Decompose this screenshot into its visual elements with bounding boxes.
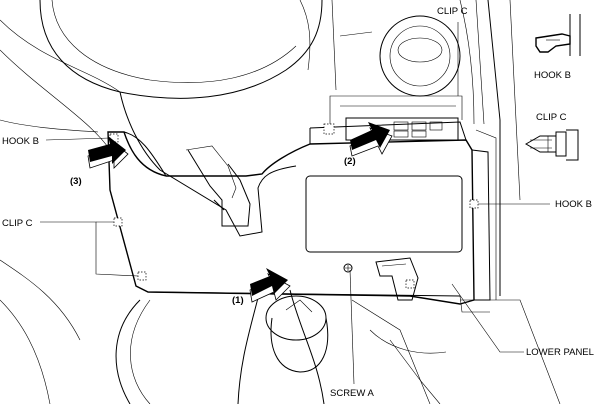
step-1-label: (1): [232, 295, 244, 306]
label-lower-panel: LOWER PANEL: [526, 347, 594, 358]
label-clip-c-left: CLIP C: [2, 218, 33, 229]
label-detail-hook-b: HOOK B: [534, 70, 571, 81]
hook-b-right-marker: [469, 199, 479, 209]
label-hook-b-left: HOOK B: [2, 136, 39, 147]
leader-lines: [40, 22, 550, 385]
clip-c-detail-icon: [524, 129, 579, 161]
dashboard-background-outline: [0, 0, 561, 404]
label-screw-a: SCREW A: [330, 388, 374, 399]
hook-b-detail-icon: [535, 14, 581, 56]
clip-c-top-marker: [323, 123, 335, 135]
clip-c-left-marker-1: [113, 217, 123, 227]
label-detail-clip-c: CLIP C: [536, 112, 567, 123]
step-2-label: (2): [344, 156, 356, 167]
screw-a-icon: [343, 263, 353, 273]
clip-c-top-bracket: [329, 95, 463, 128]
label-hook-b-right: HOOK B: [555, 199, 592, 210]
removal-arrow-1: [249, 268, 291, 303]
clip-c-left-marker-2: [137, 271, 147, 281]
label-clip-c-top: CLIP C: [437, 6, 468, 17]
step-3-label: (3): [70, 176, 82, 187]
lower-latch-marker: [405, 279, 415, 289]
removal-arrow-3: [87, 136, 129, 169]
lower-panel: [107, 117, 491, 313]
removal-arrow-2: [349, 122, 393, 157]
